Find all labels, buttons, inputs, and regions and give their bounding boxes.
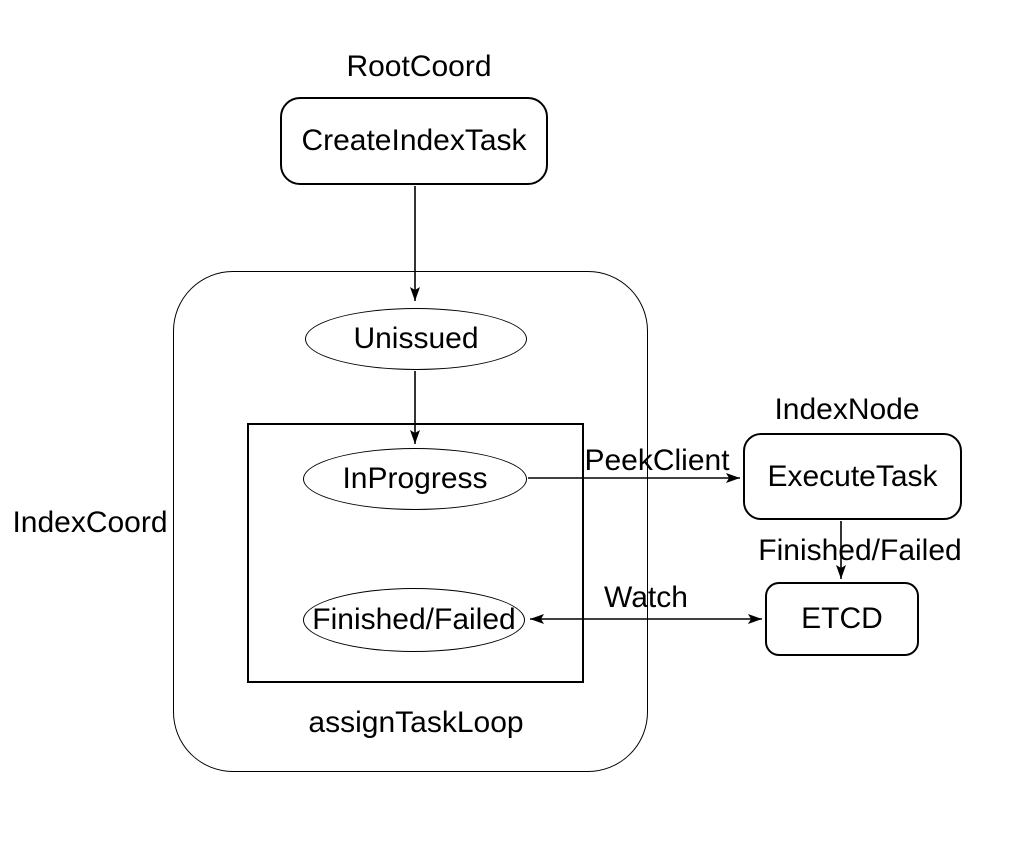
root-coord-label: RootCoord [346, 50, 492, 83]
peek-client-edge-label: PeekClient [584, 444, 730, 477]
create-index-task-node: CreateIndexTask [280, 97, 548, 185]
execute-task-label: ExecuteTask [767, 459, 938, 493]
unissued-label: Unissued [353, 322, 479, 355]
finished-failed-edge-label: Finished/Failed [758, 534, 962, 567]
assign-task-loop-label: assignTaskLoop [308, 706, 524, 739]
etcd-label: ETCD [801, 602, 883, 635]
in-progress-label: InProgress [342, 462, 488, 495]
in-progress-state-node: InProgress [303, 448, 527, 510]
execute-task-node: ExecuteTask [743, 433, 962, 520]
index-node-label: IndexNode [774, 393, 920, 426]
unissued-state-node: Unissued [305, 308, 527, 370]
watch-edge-label: Watch [604, 581, 688, 614]
finished-failed-label: Finished/Failed [312, 603, 516, 636]
create-index-task-label: CreateIndexTask [301, 124, 527, 157]
index-coord-container [173, 271, 648, 772]
index-coord-label: IndexCoord [12, 506, 168, 539]
finished-failed-state-node: Finished/Failed [303, 588, 525, 652]
etcd-node: ETCD [765, 582, 919, 656]
